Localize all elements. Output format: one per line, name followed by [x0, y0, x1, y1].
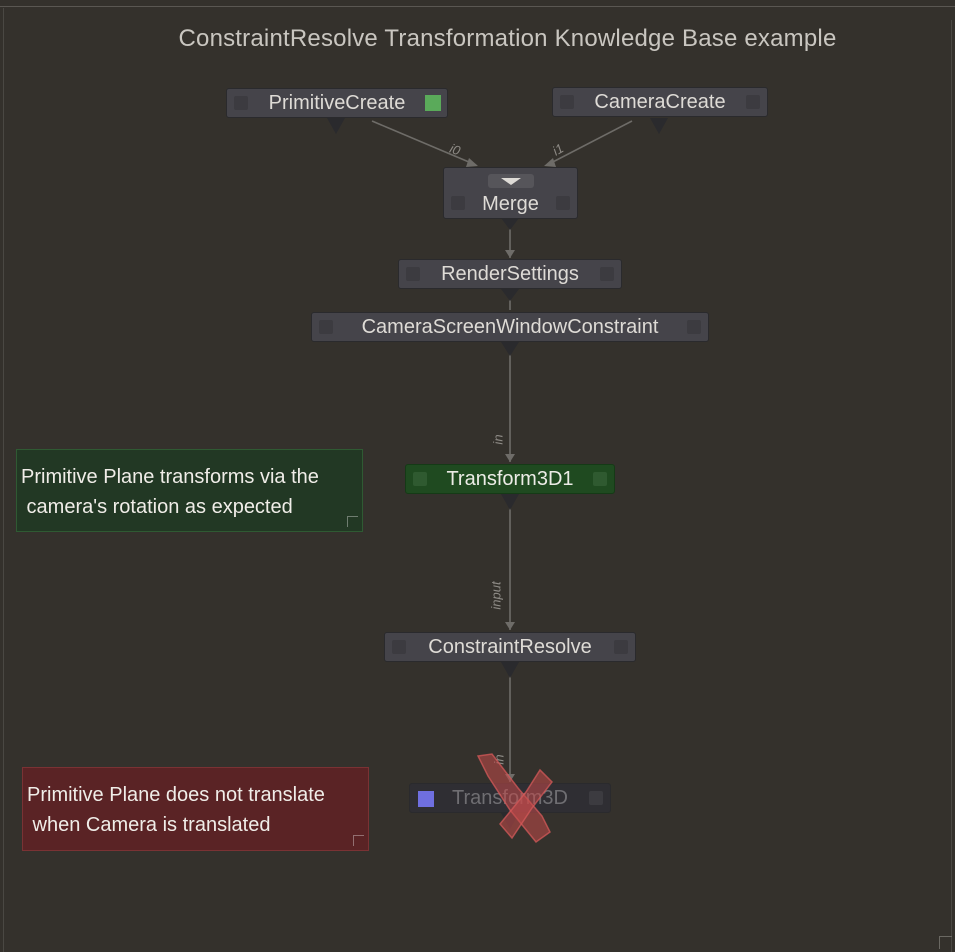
output-port-camera-screen-window-constraint[interactable]: [501, 342, 519, 356]
left-border: [3, 8, 4, 952]
output-port-merge[interactable]: [501, 218, 519, 230]
note-line-2: when Camera is translated: [27, 814, 271, 836]
node-port-right: [556, 196, 570, 210]
arrowhead-i0: [466, 158, 478, 167]
output-port-camera-create[interactable]: [650, 118, 668, 134]
output-port-transform3d1[interactable]: [501, 494, 519, 510]
sticky-note-green[interactable]: Primitive Plane transforms via the camer…: [16, 449, 363, 532]
node-port-left: [413, 472, 427, 486]
bypass-cross-icon: [476, 753, 553, 844]
node-port-left: [319, 320, 333, 334]
node-label: RenderSettings: [441, 263, 579, 285]
node-merge[interactable]: Merge: [443, 167, 578, 219]
arrowhead-constraintresolve: [505, 622, 515, 630]
node-label: CameraCreate: [594, 91, 726, 113]
node-primitive-create[interactable]: PrimitiveCreate: [226, 88, 448, 118]
output-port-constraint-resolve[interactable]: [501, 662, 519, 678]
node-label: CameraScreenWindowConstraint: [361, 316, 659, 338]
node-port-right: [614, 640, 628, 654]
node-label: PrimitiveCreate: [268, 92, 406, 114]
output-port-render-settings[interactable]: [501, 289, 519, 301]
wire-primitive-to-merge: [371, 120, 477, 166]
node-label: ConstraintResolve: [428, 636, 592, 658]
node-port-right: [593, 472, 607, 486]
node-port-left: [234, 96, 248, 110]
node-camera-create[interactable]: CameraCreate: [552, 87, 768, 117]
arrowhead-rendersettings: [505, 250, 515, 258]
node-camera-screen-window-constraint[interactable]: CameraScreenWindowConstraint: [311, 312, 709, 342]
arrowhead-i1: [544, 158, 556, 167]
node-port-right: [746, 95, 760, 109]
note-line-1: Primitive Plane does not translate: [27, 784, 325, 806]
edge-label-in-transform3d1: in: [490, 434, 506, 445]
resize-handle-icon[interactable]: [347, 516, 358, 527]
chevron-down-icon[interactable]: [488, 174, 534, 188]
node-render-settings[interactable]: RenderSettings: [398, 259, 622, 289]
node-port-right: [687, 320, 701, 334]
node-port-left: [406, 267, 420, 281]
canvas-resize-handle-icon[interactable]: [939, 936, 952, 949]
output-port-primitive-create[interactable]: [327, 118, 345, 134]
node-port-left: [392, 640, 406, 654]
display-flag-icon[interactable]: [418, 791, 434, 807]
note-line-1: Primitive Plane transforms via the: [21, 466, 319, 488]
node-port-left: [451, 196, 465, 210]
wire-camera-to-merge: [546, 120, 633, 166]
node-port-left: [560, 95, 574, 109]
node-transform3d1[interactable]: Transform3D1: [405, 464, 615, 494]
node-port-right: [600, 267, 614, 281]
display-flag-icon[interactable]: [425, 95, 441, 111]
top-border: [0, 6, 955, 7]
resize-handle-icon[interactable]: [353, 835, 364, 846]
node-label: Merge: [482, 193, 539, 215]
note-line-2: camera's rotation as expected: [21, 496, 293, 518]
edge-label-input-constraintresolve: input: [488, 581, 504, 610]
node-constraint-resolve[interactable]: ConstraintResolve: [384, 632, 636, 662]
node-port-right: [589, 791, 603, 805]
graph-title: ConstraintResolve Transformation Knowled…: [178, 25, 837, 52]
node-label: Transform3D1: [446, 468, 574, 490]
arrowhead-transform3d1: [505, 454, 515, 462]
sticky-note-red[interactable]: Primitive Plane does not translate when …: [22, 767, 369, 851]
right-border: [951, 20, 952, 952]
